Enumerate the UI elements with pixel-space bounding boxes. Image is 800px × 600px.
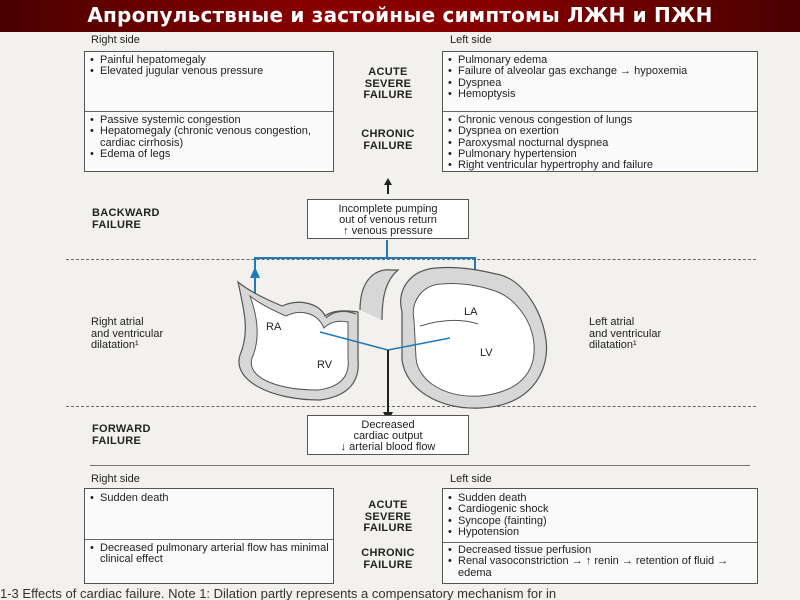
divider xyxy=(85,111,333,112)
bullet-item: Decreased tissue perfusion xyxy=(447,544,752,556)
bullet-item: Elevated jugular venous pressure xyxy=(89,65,329,77)
forward-box-line: ↓ arterial blood flow xyxy=(340,441,436,453)
right-up-arrow-icon xyxy=(250,267,260,278)
left-heart-chamber xyxy=(412,283,535,397)
top-left-side-box: Pulmonary edemaFailure of alveolar gas e… xyxy=(442,51,758,172)
bullet-item: Pulmonary hypertension xyxy=(447,148,752,160)
bottom-left-side-header: Left side xyxy=(450,473,492,485)
forward-failure-box: Decreased cardiac output ↓ arterial bloo… xyxy=(307,415,469,455)
bullet-item: Paroxysmal nocturnal dyspnea xyxy=(447,137,752,149)
lower-dashed-separator xyxy=(66,406,756,407)
bullet-item: Dyspnea on exertion xyxy=(447,125,752,137)
bullet-item: Pulmonary edema xyxy=(447,54,752,66)
top-right-acute-list: Painful hepatomegalyElevated jugular ven… xyxy=(89,54,329,78)
forward-box-line: Decreased xyxy=(361,419,415,431)
bottom-right-acute-section: Sudden death xyxy=(89,492,329,533)
output-line xyxy=(319,331,389,351)
vessel-outline xyxy=(325,310,357,319)
bullet-item: Failure of alveolar gas exchange → hypox… xyxy=(447,65,752,77)
bullet-item: Dyspnea xyxy=(447,77,752,89)
bullet-item: Hemoptysis xyxy=(447,88,752,100)
slide-title-bar: Апропульствные и застойные симптомы ЛЖН … xyxy=(0,0,800,32)
figure-caption: 1-3 Effects of cardiac failure. Note 1: … xyxy=(0,586,557,600)
ra-label: RA xyxy=(266,321,282,333)
top-right-chronic-list: Passive systemic congestionHepatomegaly … xyxy=(89,114,329,160)
bullet-item: Right ventricular hypertrophy and failur… xyxy=(447,159,752,171)
top-right-side-header: Right side xyxy=(91,34,140,46)
forward-box-line: cardiac output xyxy=(353,430,423,442)
backward-box-line: out of venous return xyxy=(339,214,437,226)
backward-box-line: ↑ venous pressure xyxy=(343,225,433,237)
right-heart-chamber xyxy=(248,294,349,391)
backward-box-line: Incomplete pumping xyxy=(338,203,438,215)
bottom-left-acute-list: Sudden deathCardiogenic shockSyncope (fa… xyxy=(447,492,752,538)
up-arrow-icon xyxy=(384,178,392,185)
bullet-item: Sudden death xyxy=(447,492,752,504)
slide-title: Апропульствные и застойные симптомы ЛЖН … xyxy=(87,3,713,27)
bullet-item: Painful hepatomegaly xyxy=(89,54,329,66)
bottom-right-chronic-list: Decreased pulmonary arterial flow has mi… xyxy=(89,542,329,566)
lv-label: LV xyxy=(480,347,493,359)
figure-page: Right side Left side Painful hepatomegal… xyxy=(0,32,800,600)
bottom-left-side-box: Sudden deathCardiogenic shockSyncope (fa… xyxy=(442,488,758,584)
bottom-left-acute-section: Sudden deathCardiogenic shockSyncope (fa… xyxy=(447,492,752,539)
bullet-item: Sudden death xyxy=(89,492,329,504)
divider xyxy=(443,542,757,543)
top-right-chronic-section: Passive systemic congestionHepatomegaly … xyxy=(89,114,329,169)
divider xyxy=(443,111,757,112)
bullet-item: Syncope (fainting) xyxy=(447,515,752,527)
bottom-right-side-header: Right side xyxy=(91,473,140,485)
bullet-item: Decreased pulmonary arterial flow has mi… xyxy=(89,542,329,566)
divider xyxy=(85,539,333,540)
bullet-item: Renal vasoconstriction → ↑ renin → reten… xyxy=(447,556,752,579)
bottom-left-chronic-section: Decreased tissue perfusionRenal vasocons… xyxy=(447,544,752,581)
rv-label: RV xyxy=(317,359,333,371)
top-left-side-header: Left side xyxy=(450,34,492,46)
bullet-item: Cardiogenic shock xyxy=(447,503,752,515)
la-label: LA xyxy=(464,306,478,318)
bottom-right-chronic-section: Decreased pulmonary arterial flow has mi… xyxy=(89,542,329,581)
upper-dashed-separator xyxy=(66,259,756,260)
top-left-chronic-list: Chronic venous congestion of lungsDyspne… xyxy=(447,114,752,172)
top-right-acute-section: Painful hepatomegalyElevated jugular ven… xyxy=(89,54,329,105)
arrow-shaft xyxy=(387,184,389,194)
backward-failure-box: Incomplete pumping out of venous return … xyxy=(307,199,469,239)
aorta-outline xyxy=(359,269,400,321)
bottom-left-chronic-list: Decreased tissue perfusionRenal vasocons… xyxy=(447,544,752,579)
mitral-outline xyxy=(419,319,479,327)
bullet-item: Edema of legs xyxy=(89,148,329,160)
bottom-section-rule xyxy=(90,465,750,466)
top-left-acute-section: Pulmonary edemaFailure of alveolar gas e… xyxy=(447,54,752,107)
bullet-item: Passive systemic congestion xyxy=(89,114,329,126)
top-left-chronic-section: Chronic venous congestion of lungsDyspne… xyxy=(447,114,752,172)
bottom-right-side-box: Sudden death Decreased pulmonary arteria… xyxy=(84,488,334,584)
top-right-side-box: Painful hepatomegalyElevated jugular ven… xyxy=(84,51,334,172)
bullet-item: Hepatomegaly (chronic venous congestion,… xyxy=(89,126,329,149)
heart-diagram: RA RV LA LV xyxy=(237,240,548,422)
bottom-right-acute-list: Sudden death xyxy=(89,492,329,504)
bullet-item: Hypotension xyxy=(447,526,752,538)
output-line xyxy=(387,337,451,351)
top-left-acute-list: Pulmonary edemaFailure of alveolar gas e… xyxy=(447,54,752,100)
bullet-item: Chronic venous congestion of lungs xyxy=(447,114,752,126)
